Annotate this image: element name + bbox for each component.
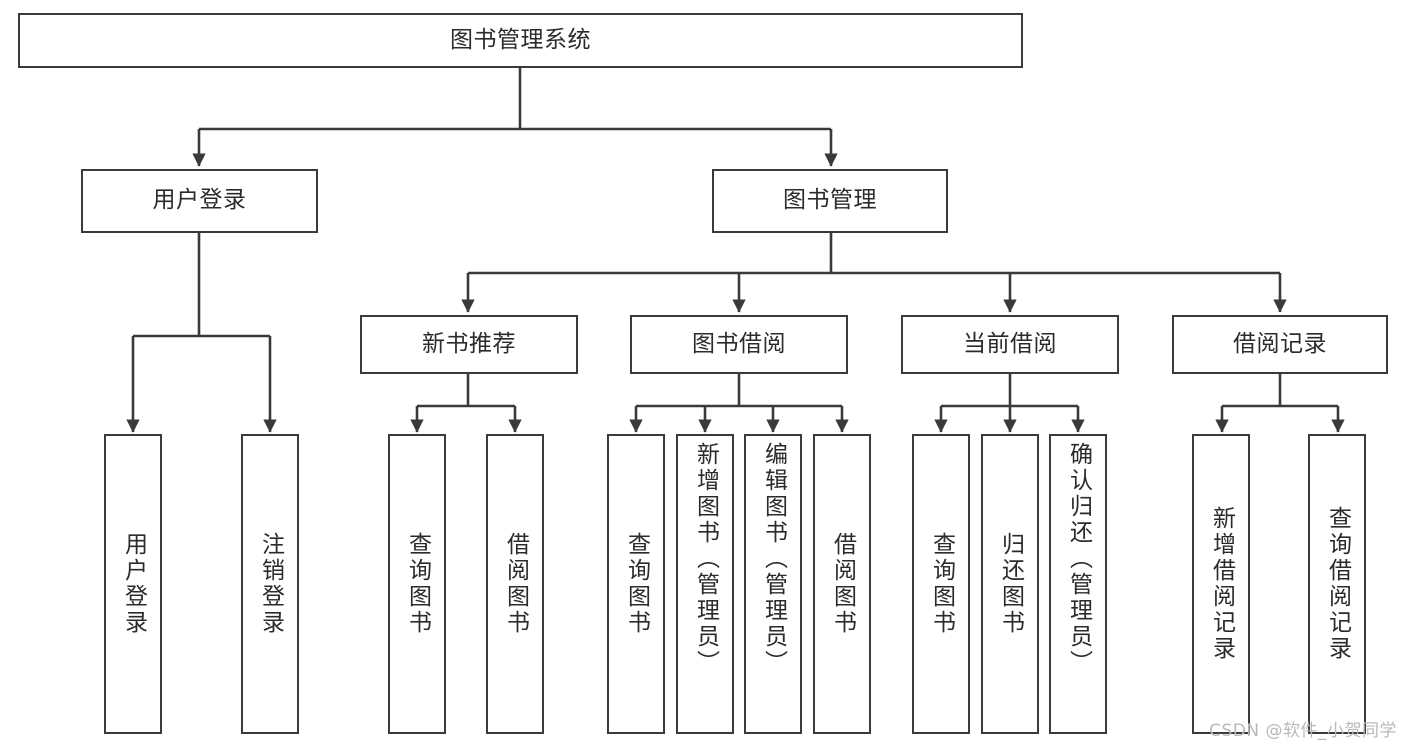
node-label: 图书借阅 — [692, 330, 786, 357]
node-label: 查询借阅记录 — [1324, 506, 1351, 662]
node-new-book-recommend[interactable]: 新书推荐 — [360, 315, 578, 374]
leaf-logout[interactable]: 注销登录 — [241, 434, 299, 734]
node-label: 注销登录 — [257, 532, 284, 636]
leaf-query-borrow-record[interactable]: 查询借阅记录 — [1308, 434, 1366, 734]
node-book-borrow[interactable]: 图书借阅 — [630, 315, 848, 374]
leaf-query-book-current[interactable]: 查询图书 — [912, 434, 970, 734]
node-label: 确认归还（管理员） — [1065, 442, 1092, 676]
node-label: 编辑图书（管理员） — [760, 442, 787, 676]
node-label: 当前借阅 — [963, 330, 1057, 357]
watermark-text: CSDN @软件_小贺同学 — [1209, 721, 1397, 741]
leaf-query-book-newbook[interactable]: 查询图书 — [388, 434, 446, 734]
node-current-borrow[interactable]: 当前借阅 — [901, 315, 1119, 374]
node-label: 用户登录 — [120, 532, 147, 636]
leaf-borrow-book-newbook[interactable]: 借阅图书 — [486, 434, 544, 734]
node-label: 图书管理 — [783, 187, 877, 214]
leaf-return-book[interactable]: 归还图书 — [981, 434, 1039, 734]
leaf-user-login[interactable]: 用户登录 — [104, 434, 162, 734]
leaf-confirm-return-admin[interactable]: 确认归还（管理员） — [1049, 434, 1107, 734]
leaf-edit-book-admin[interactable]: 编辑图书（管理员） — [744, 434, 802, 734]
node-label: 归还图书 — [997, 532, 1024, 636]
node-label: 查询图书 — [404, 532, 431, 636]
node-book-management[interactable]: 图书管理 — [712, 169, 948, 233]
node-label: 查询图书 — [928, 532, 955, 636]
node-label: 查询图书 — [623, 532, 650, 636]
node-label: 图书管理系统 — [450, 26, 591, 53]
leaf-borrow-book[interactable]: 借阅图书 — [813, 434, 871, 734]
leaf-add-book-admin[interactable]: 新增图书（管理员） — [676, 434, 734, 734]
node-label: 借阅图书 — [829, 532, 856, 636]
node-root-system[interactable]: 图书管理系统 — [18, 13, 1023, 68]
node-label: 新书推荐 — [422, 330, 516, 357]
node-label: 新增借阅记录 — [1208, 506, 1235, 662]
leaf-query-book-borrow[interactable]: 查询图书 — [607, 434, 665, 734]
node-label: 用户登录 — [152, 187, 247, 214]
leaf-add-borrow-record[interactable]: 新增借阅记录 — [1192, 434, 1250, 734]
node-borrow-record[interactable]: 借阅记录 — [1172, 315, 1388, 374]
node-label: 借阅记录 — [1233, 330, 1327, 357]
node-label: 新增图书（管理员） — [692, 442, 719, 676]
node-label: 借阅图书 — [502, 532, 529, 636]
node-user-login[interactable]: 用户登录 — [81, 169, 318, 233]
